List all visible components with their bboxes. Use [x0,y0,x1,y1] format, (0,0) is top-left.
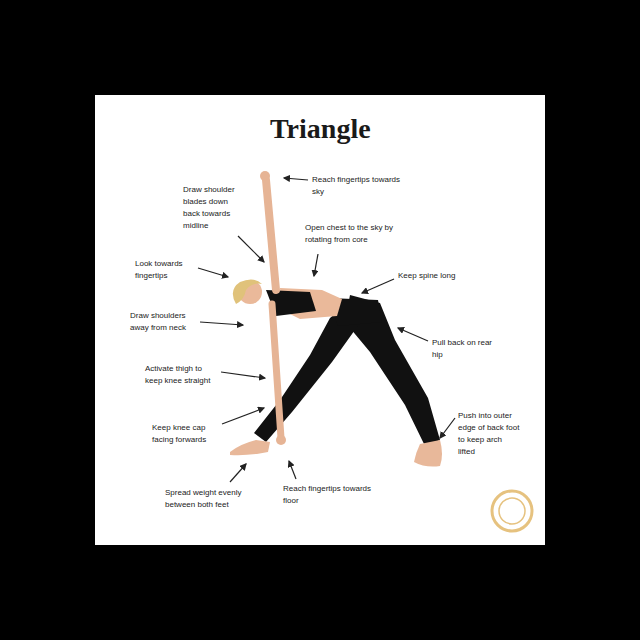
hair [233,279,262,304]
front-leg [254,305,362,442]
front-foot [230,440,270,455]
callout-text: Open chest to the sky by rotating from c… [305,222,400,246]
callout-text: Reach fingertips towards sky [312,174,407,198]
lower-arm [272,304,281,438]
leader-lines [198,178,455,482]
title: Triangle [270,113,371,145]
callout-text: Draw shoulder blades down back towards m… [183,184,243,232]
callout-text: Look towards fingertips [135,258,195,282]
back-foot [414,440,442,467]
callout-text: Keep spine long [398,270,470,282]
callout-text: Push into outer edge of back foot to kee… [458,410,520,458]
callout-text: Reach fingertips towards floor [283,483,375,507]
callout-text: Pull back on rear hip [432,337,494,361]
stamp [492,491,532,531]
callout-text: Keep knee cap facing forwards [152,422,218,446]
callout-text: Activate thigh to keep knee straight [145,363,219,387]
callout-text: Spread weight evenly between both feet [165,487,251,511]
callout-text: Draw shoulders away from neck [130,310,196,334]
upper-arm [266,180,276,290]
